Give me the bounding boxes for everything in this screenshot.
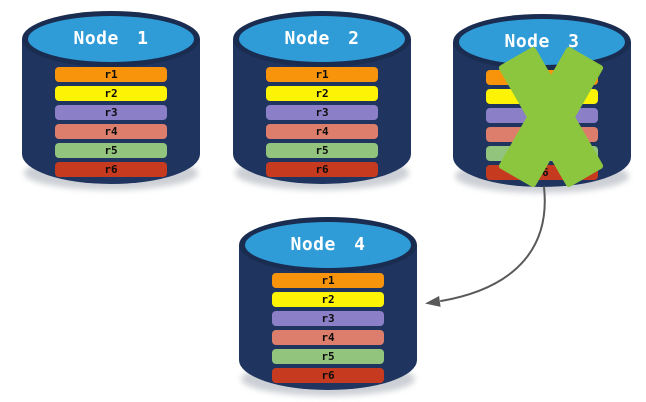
replica-bar-r4: r4 [266, 124, 378, 139]
node-label: Node 3 [504, 31, 580, 52]
replica-bar-r5: r5 [272, 349, 384, 364]
node-2: Node 2 r1 r2 r3 r4 r5 r6 [233, 6, 411, 206]
replica-bar-r4: r4 [272, 330, 384, 345]
node-3: Node 3 r1 r2 r3 r4 r5 r6 [453, 9, 631, 209]
node-4: Node 4 r1 r2 r3 r4 r5 r6 [239, 212, 417, 402]
replica-bar-r1: r1 [55, 67, 167, 82]
cylinder-top [28, 16, 194, 62]
replica-bar-r5: r5 [55, 143, 167, 158]
node-label: Node 4 [290, 234, 366, 255]
node-1: Node 1 r1 r2 r3 r4 r5 r6 [22, 6, 200, 206]
replica-bar-r2: r2 [55, 86, 167, 101]
replica-bar-r3: r3 [272, 311, 384, 326]
replica-bar-r6: r6 [55, 162, 167, 177]
replica-bar-r3: r3 [55, 105, 167, 120]
replica-bar-r4: r4 [55, 124, 167, 139]
replica-bar-r1: r1 [272, 273, 384, 288]
cylinder-top [239, 16, 405, 62]
arrow-head-icon [425, 296, 441, 307]
replica-bar-r1: r1 [266, 67, 378, 82]
replica-bar-r2: r2 [272, 292, 384, 307]
replica-bar-r2: r2 [266, 86, 378, 101]
node-label: Node 2 [284, 28, 360, 49]
replica-bar-r3: r3 [266, 105, 378, 120]
node-label: Node 1 [73, 28, 149, 49]
replica-bar-r6: r6 [272, 368, 384, 383]
replica-bar-r5: r5 [266, 143, 378, 158]
replica-bar-r6: r6 [266, 162, 378, 177]
cylinder-top [245, 222, 411, 268]
cylinder-top [459, 19, 625, 65]
